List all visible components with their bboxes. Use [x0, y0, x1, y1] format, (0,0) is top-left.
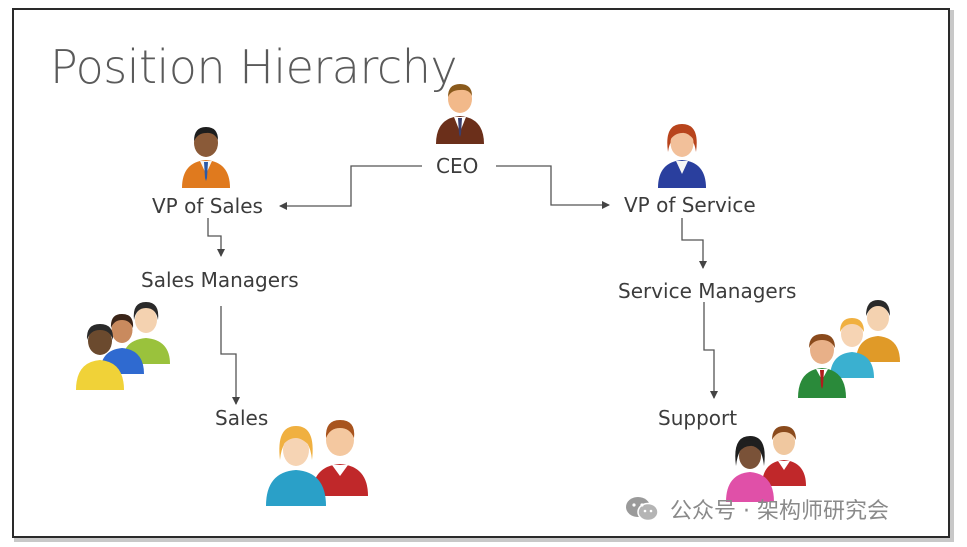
node-support: Support — [658, 406, 738, 430]
node-sales-managers: Sales Managers — [141, 268, 299, 292]
sales-managers-group-icon — [76, 302, 170, 390]
slide-shadow-right — [950, 10, 954, 540]
vp-sales-person-icon — [182, 127, 230, 188]
edge-managers-sales — [220, 306, 240, 405]
edge-vp-service-managers — [681, 218, 707, 269]
watermark: 公众号 · 架构师研究会 — [624, 492, 889, 526]
slide-frame — [12, 8, 950, 538]
ceo-person-icon — [436, 84, 484, 144]
page-title: Position Hierarchy — [50, 40, 458, 94]
node-service-managers: Service Managers — [618, 279, 797, 303]
support-group-icon — [726, 426, 806, 502]
edge-vp-sales-managers — [207, 218, 225, 257]
node-vp-service: VP of Service — [624, 193, 756, 217]
sales-group-icon — [266, 420, 368, 506]
watermark-text: 公众号 · 架构师研究会 — [670, 499, 889, 524]
edge-service-managers-support — [703, 302, 718, 399]
node-sales: Sales — [215, 406, 269, 430]
edge-ceo-vp-sales — [279, 165, 422, 210]
node-vp-sales: VP of Sales — [152, 194, 263, 218]
wechat-icon — [626, 497, 659, 522]
edge-ceo-vp-service — [496, 165, 610, 209]
slide-shadow-bottom — [14, 538, 954, 542]
service-managers-group-icon — [798, 300, 900, 398]
vp-service-person-icon — [658, 124, 706, 188]
node-ceo: CEO — [436, 154, 479, 178]
